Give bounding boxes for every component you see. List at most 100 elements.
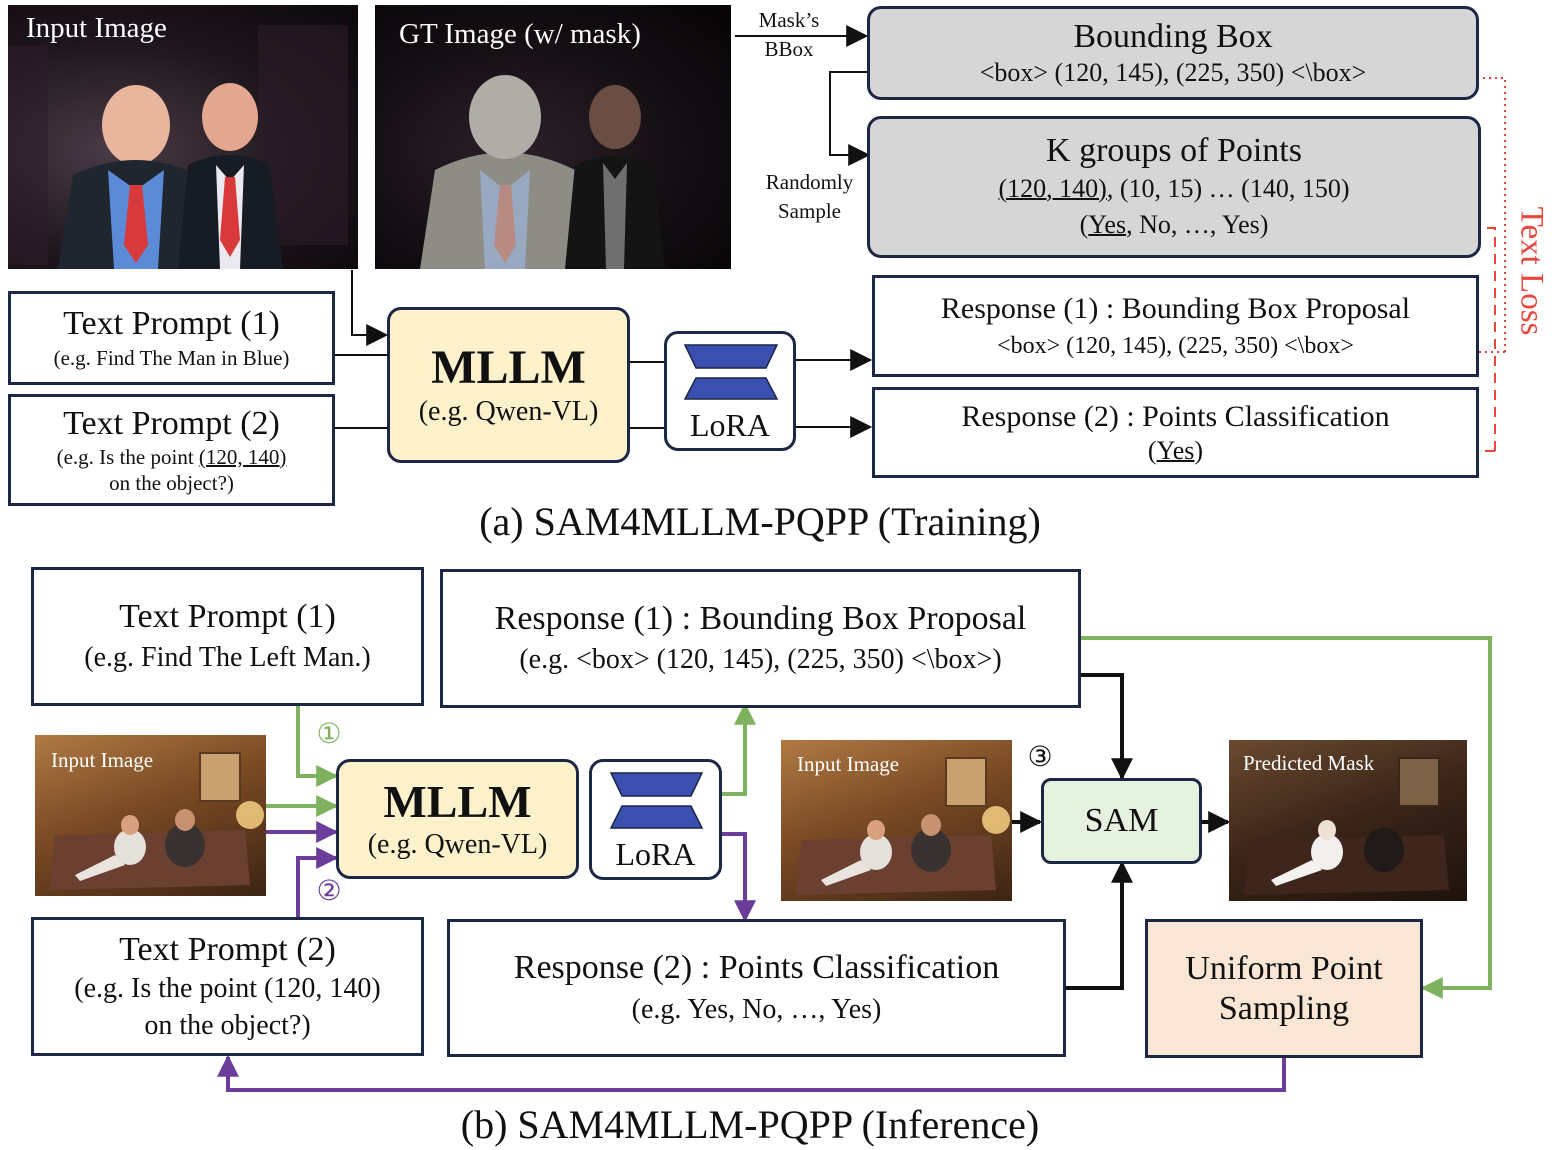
sam-input-image-label: Input Image	[797, 752, 900, 776]
green-prompt1-to-mllm	[296, 706, 339, 787]
lora-icon-top	[609, 772, 704, 797]
k-groups-labels-underlined: Yes	[1088, 210, 1127, 239]
inference-mllm-title: MLLM	[383, 776, 532, 827]
lora-icon-bottom	[609, 805, 704, 829]
uniform-point-sampling: Uniform Point Sampling	[1145, 919, 1423, 1058]
inference-mllm: MLLM (e.g. Qwen-VL)	[336, 759, 579, 879]
bounding-box-title: Bounding Box	[1073, 18, 1273, 55]
purple-lora-to-resp2	[722, 832, 756, 923]
training-text-prompt-2-suffix: on the object?)	[109, 471, 234, 495]
training-input-image	[8, 5, 358, 269]
training-response-1: Response (1) : Bounding Box Proposal <bo…	[872, 275, 1479, 377]
random-sample-label-line: Randomly	[765, 170, 854, 194]
training-input-image-label: Input Image	[26, 12, 167, 44]
inference-response-1-value: (e.g. <box> (120, 145), (225, 350) <\box…	[519, 643, 1002, 675]
gt-image-label: GT Image (w/ mask)	[399, 18, 641, 50]
k-groups-points-target: K groups of Points (120, 140), (10, 15) …	[867, 116, 1481, 258]
training-gt-image	[375, 5, 731, 269]
people-photo-placeholder	[8, 25, 348, 269]
training-text-prompt-2-example: (e.g. Is the point (120, 140)	[57, 444, 287, 470]
inference-text-prompt-2-title: Text Prompt (2)	[119, 930, 336, 968]
sam-input-image	[781, 740, 1012, 901]
text-loss-label: Text Loss	[1511, 196, 1551, 346]
bounding-box-value: <box> (120, 145), (225, 350) <\box>	[979, 58, 1367, 87]
inference-response-2-value: (e.g. Yes, No, …, Yes)	[631, 994, 882, 1025]
inference-mllm-subtitle: (e.g. Qwen-VL)	[367, 829, 548, 860]
inference-lora-label: LoRA	[615, 836, 696, 872]
training-text-prompt-2-prefix: (e.g. Is the point	[56, 445, 199, 469]
lora-icon-bottom	[683, 377, 779, 400]
black-resp1-to-sam	[1080, 673, 1133, 781]
predicted-mask-image	[1229, 740, 1467, 901]
training-mllm-title: MLLM	[431, 341, 586, 394]
k-groups-labels-open: (	[1079, 210, 1089, 239]
training-text-prompt-2-point: (120, 140)	[198, 445, 287, 469]
bounding-box-target: Bounding Box <box> (120, 145), (225, 350…	[867, 6, 1479, 100]
arrow-bbox-to-kgroups	[829, 71, 871, 166]
living-room-photo-placeholder	[796, 757, 1010, 895]
training-lora: LoRA	[664, 331, 796, 451]
training-response-2-yes: Yes	[1156, 435, 1195, 465]
green-lora-to-resp1	[722, 702, 756, 796]
mask-bbox-label-line: Mask’s	[758, 8, 820, 32]
training-text-prompt-1-example: (e.g. Find The Man in Blue)	[53, 346, 290, 370]
uniform-sampling-line1: Uniform Point	[1185, 949, 1383, 987]
training-response-2-close: )	[1194, 435, 1204, 465]
green-resp1-to-sampling	[1080, 636, 1492, 999]
living-room-photo-placeholder	[50, 752, 264, 890]
purple-sampling-to-prompt2	[217, 1054, 1286, 1092]
k-groups-labels-rest: , No, …, Yes)	[1126, 210, 1269, 239]
training-text-prompt-1: Text Prompt (1) (e.g. Find The Man in Bl…	[8, 291, 335, 385]
step-2-marker: ②	[316, 875, 342, 906]
training-response-2-value: (Yes)	[1148, 435, 1203, 467]
inference-response-2: Response (2) : Points Classification (e.…	[447, 919, 1066, 1057]
predicted-mask-placeholder	[1244, 757, 1449, 895]
text-loss-text: Text Loss	[1513, 206, 1550, 336]
k-groups-labels: (Yes, No, …, Yes)	[1080, 207, 1269, 243]
inference-response-1: Response (1) : Bounding Box Proposal (e.…	[440, 569, 1081, 708]
mask-bbox-label-line: BBox	[764, 37, 814, 61]
uniform-sampling-line2: Sampling	[1218, 989, 1350, 1027]
training-response-1-value: <box> (120, 145), (225, 350) <\box>	[997, 333, 1354, 359]
training-response-1-title: Response (1) : Bounding Box Proposal	[940, 292, 1411, 325]
random-sample-label-line: Sample	[778, 199, 841, 223]
training-arrows	[334, 25, 873, 438]
k-groups-points-underlined: (120, 140)	[998, 174, 1107, 203]
training-caption: (a) SAM4MLLM-PQPP (Training)	[479, 499, 1041, 544]
predicted-mask-label: Predicted Mask	[1243, 751, 1375, 775]
training-response-2-title: Response (2) : Points Classification	[961, 399, 1390, 433]
k-groups-points: (120, 140), (10, 15) … (140, 150)	[999, 171, 1350, 207]
arrow-image-to-mllm	[351, 270, 389, 346]
random-sample-label: Randomly Sample	[752, 168, 867, 226]
inference-purple-arrows	[217, 821, 1286, 1092]
gt-mask-photo-placeholder	[420, 75, 665, 269]
training-lora-label: LoRA	[690, 407, 770, 443]
inference-input-image-label: Input Image	[51, 748, 154, 772]
inference-text-prompt-2-line3: on the object?)	[144, 1009, 311, 1041]
inference-text-prompt-2-line2: (e.g. Is the point (120, 140)	[74, 972, 381, 1004]
step-1-marker: ①	[316, 718, 342, 749]
inference-response-1-title: Response (1) : Bounding Box Proposal	[494, 599, 1027, 637]
inference-text-prompt-1-example: (e.g. Find The Left Man.)	[84, 641, 371, 673]
training-mllm: MLLM (e.g. Qwen-VL)	[387, 307, 630, 463]
mask-bbox-label: Mask’s BBox	[748, 6, 830, 64]
loss-dashed-kgroups	[1346, 219, 1496, 451]
training-mllm-subtitle: (e.g. Qwen-VL)	[418, 396, 599, 427]
inference-text-prompt-1: Text Prompt (1) (e.g. Find The Left Man.…	[31, 567, 424, 706]
inference-response-2-title: Response (2) : Points Classification	[513, 949, 1000, 986]
k-groups-title: K groups of Points	[1046, 132, 1302, 169]
lora-glyphs	[609, 344, 779, 829]
inference-lora: LoRA	[589, 759, 722, 880]
training-response-2-open: (	[1147, 435, 1157, 465]
training-text-prompt-1-title: Text Prompt (1)	[63, 305, 280, 342]
inference-black-arrows	[1012, 673, 1231, 990]
sam-label: SAM	[1084, 802, 1159, 839]
lora-icon-top	[683, 344, 779, 369]
purple-prompt2-to-mllm	[296, 847, 339, 917]
inference-text-prompt-1-title: Text Prompt (1)	[119, 597, 336, 635]
inference-input-image	[35, 735, 266, 896]
inference-caption: (b) SAM4MLLM-PQPP (Inference)	[460, 1102, 1040, 1147]
inference-text-prompt-2: Text Prompt (2) (e.g. Is the point (120,…	[31, 917, 424, 1056]
sam-model: SAM	[1041, 778, 1202, 864]
inference-green-arrows	[266, 636, 1492, 999]
